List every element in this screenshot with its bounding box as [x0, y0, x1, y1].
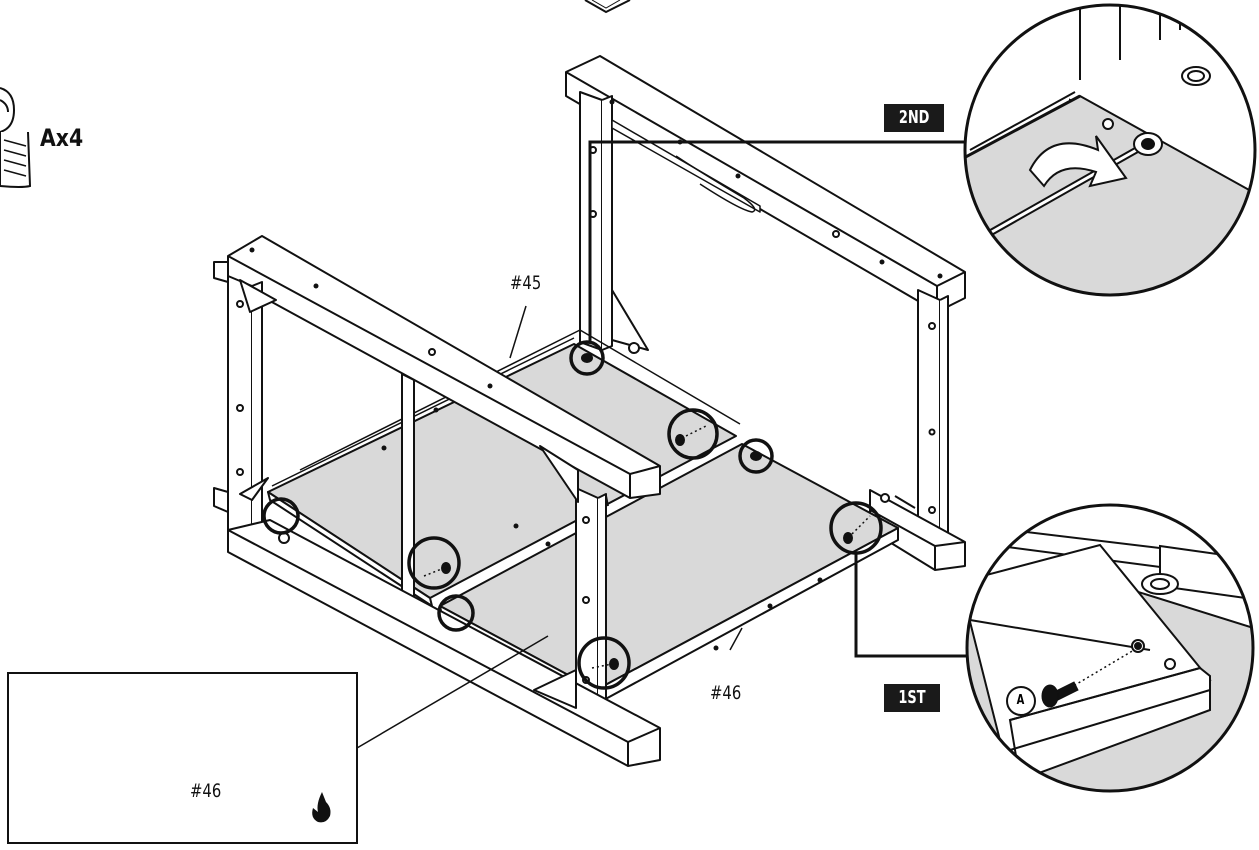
screw-location	[437, 594, 475, 632]
bolt-icon	[0, 87, 32, 188]
inset-box	[7, 672, 358, 844]
flame-icon	[312, 792, 331, 823]
screw-heads	[441, 353, 853, 670]
screw-location	[577, 636, 631, 690]
screw-location	[667, 408, 719, 460]
screw-location-circles	[262, 340, 883, 690]
rotate-arrow-icon	[1028, 135, 1128, 188]
rear-frame	[565, 55, 966, 571]
screw-A-icon	[1041, 681, 1079, 708]
detail-view-step-2	[963, 3, 1257, 297]
top-edge-part	[584, 0, 631, 14]
part-label-46: #46	[710, 682, 742, 704]
screw-location	[407, 536, 461, 590]
step-badge-2nd: 2ND	[884, 104, 944, 132]
front-frame	[213, 235, 661, 767]
detail-view-step-1	[965, 503, 1255, 793]
screw-location	[738, 438, 774, 474]
inset-part-label: #46	[190, 780, 222, 802]
screw-location	[569, 340, 605, 376]
screw-tag-A: A	[1006, 686, 1036, 716]
step-badge-1st: 1ST	[884, 684, 940, 712]
screw-location	[262, 497, 300, 535]
hardware-quantity-label: Ax4	[40, 124, 84, 152]
leader-lines	[356, 140, 968, 749]
part-label-45: #45	[510, 272, 542, 294]
